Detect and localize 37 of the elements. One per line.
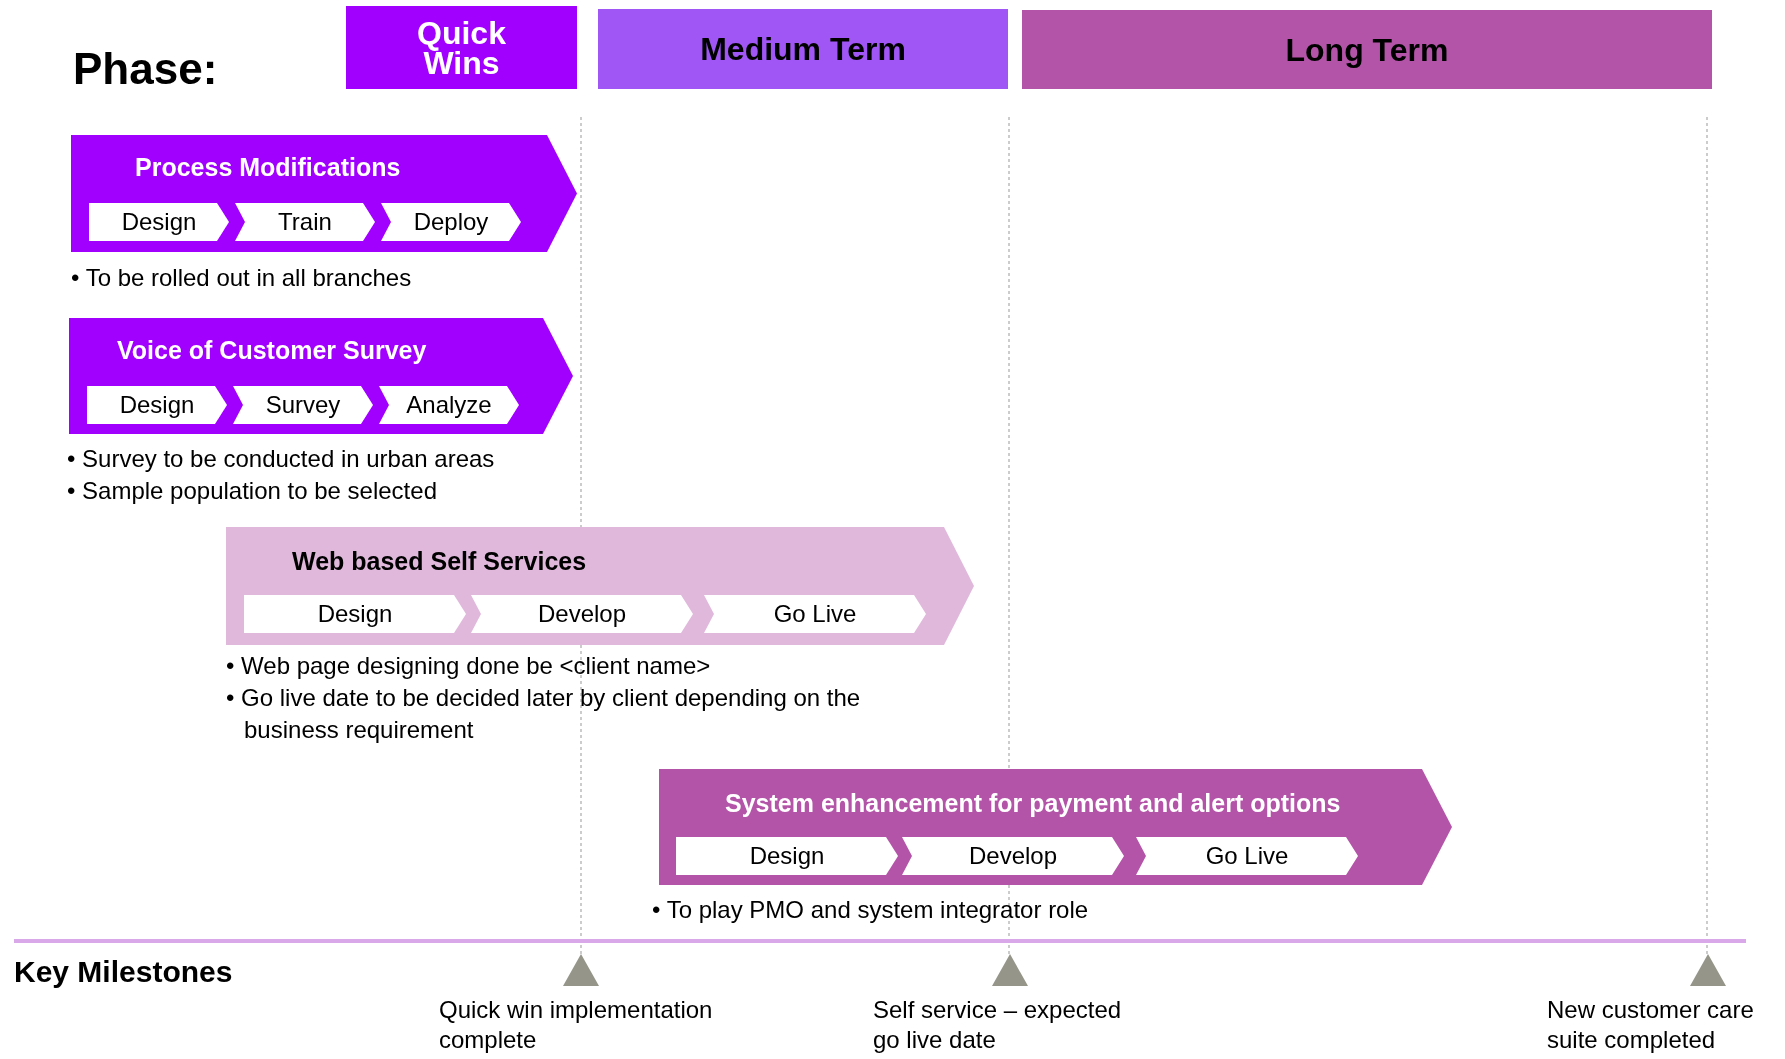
process-step: Go Live — [704, 595, 926, 633]
process-step: Go Live — [1136, 837, 1358, 875]
phase-arrow-bar — [71, 135, 577, 252]
phase-header: Quick Wins — [346, 6, 577, 89]
phase-arrow-bar — [226, 527, 974, 645]
bullet-note: • Survey to be conducted in urban areas — [67, 444, 496, 474]
process-step: Train — [235, 203, 375, 241]
bullet-note: • Sample population to be selected — [67, 476, 438, 506]
phase-header: Medium Term — [598, 9, 1008, 89]
process-step: Develop — [902, 837, 1124, 875]
milestone-label: New customer care suite completed — [1547, 995, 1755, 1055]
bullet-note: • Web page designing done be <client name> — [226, 651, 712, 681]
bar-title: Web based Self Services — [292, 547, 587, 576]
bar-title: Voice of Customer Survey — [117, 336, 427, 365]
bar-title: Process Modifications — [135, 153, 401, 182]
phase-arrow-bar — [69, 318, 573, 434]
process-step: Design — [676, 837, 898, 875]
bullet-note: • To be rolled out in all branches — [71, 263, 413, 293]
bullet-note: • To play PMO and system integrator role — [652, 895, 1090, 925]
bullet-note: • Go live date to be decided later by client depending on the business requirement — [226, 683, 862, 745]
phase-arrow-bar — [659, 769, 1452, 885]
process-step: Design — [89, 203, 229, 241]
milestone-label: Quick win implementation complete — [439, 995, 714, 1055]
process-step: Deploy — [381, 203, 521, 241]
milestone-triangle — [563, 954, 599, 986]
process-step: Analyze — [379, 386, 519, 424]
phase-label: Phase: — [73, 44, 218, 94]
section-heading: Key Milestones — [14, 955, 233, 989]
milestone-triangle — [992, 954, 1028, 986]
process-step: Design — [244, 595, 466, 633]
bar-title: System enhancement for payment and alert options — [725, 789, 1341, 818]
milestone-triangle — [1690, 954, 1726, 986]
phase-header: Long Term — [1022, 10, 1712, 89]
process-step: Develop — [471, 595, 693, 633]
process-step: Survey — [233, 386, 373, 424]
milestone-label: Self service – expected go live date — [873, 995, 1123, 1055]
process-step: Design — [87, 386, 227, 424]
